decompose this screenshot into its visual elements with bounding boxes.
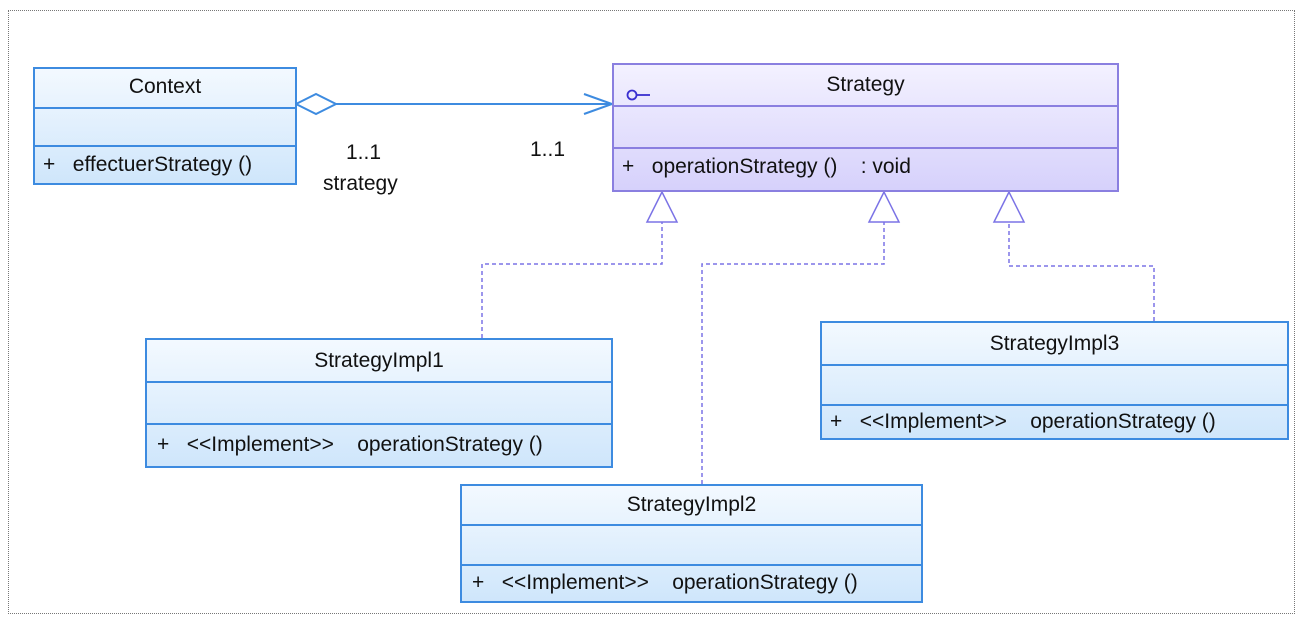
source-multiplicity-label: 1..1 bbox=[346, 141, 382, 164]
class-name: StrategyImpl2 bbox=[626, 493, 757, 516]
realization-triangle bbox=[992, 190, 1026, 223]
interface-name: Strategy bbox=[826, 73, 905, 96]
class-strategyimpl3[interactable]: StrategyImpl3 + <<Implement>> operationS… bbox=[820, 321, 1289, 440]
attributes-compartment bbox=[822, 364, 1287, 404]
attributes-compartment bbox=[35, 107, 295, 145]
interface-strategy[interactable]: Strategy + operationStrategy () : void bbox=[612, 63, 1119, 192]
realization-triangle bbox=[867, 190, 901, 223]
operations-compartment: + <<Implement>> operationStrategy () bbox=[147, 423, 611, 468]
realization-impl3[interactable] bbox=[992, 190, 1155, 321]
class-name: Context bbox=[128, 75, 202, 98]
attributes-compartment bbox=[614, 105, 1117, 147]
operation: + <<Implement>> operationStrategy () bbox=[157, 433, 543, 456]
target-multiplicity-label: 1..1 bbox=[530, 138, 566, 161]
operations-compartment: + <<Implement>> operationStrategy () bbox=[822, 404, 1287, 440]
operation: + <<Implement>> operationStrategy () bbox=[472, 571, 858, 594]
operation: + effectuerStrategy () bbox=[43, 153, 253, 176]
interface-icon bbox=[626, 78, 652, 118]
diagram-frame bbox=[8, 10, 1295, 614]
realization-triangle bbox=[645, 190, 679, 223]
operation: + operationStrategy () : void bbox=[622, 155, 911, 178]
aggregation-association[interactable] bbox=[293, 92, 615, 116]
aggregation-diamond bbox=[293, 92, 339, 116]
realization-impl1[interactable] bbox=[481, 190, 679, 338]
class-strategyimpl1[interactable]: StrategyImpl1 + <<Implement>> operationS… bbox=[145, 338, 613, 468]
attributes-compartment bbox=[147, 381, 611, 423]
class-name: StrategyImpl1 bbox=[314, 349, 444, 372]
attributes-compartment bbox=[462, 524, 921, 564]
class-strategyimpl2[interactable]: StrategyImpl2 + <<Implement>> operationS… bbox=[460, 484, 923, 603]
source-role-label: strategy bbox=[323, 172, 398, 195]
operation: + <<Implement>> operationStrategy () bbox=[830, 410, 1216, 433]
class-name: StrategyImpl3 bbox=[989, 332, 1120, 355]
class-context[interactable]: Context + effectuerStrategy () bbox=[33, 67, 297, 185]
operations-compartment: + <<Implement>> operationStrategy () bbox=[462, 564, 921, 603]
realization-impl2[interactable] bbox=[701, 190, 901, 484]
operations-compartment: + effectuerStrategy () bbox=[35, 145, 295, 185]
operations-compartment: + operationStrategy () : void bbox=[614, 147, 1117, 192]
